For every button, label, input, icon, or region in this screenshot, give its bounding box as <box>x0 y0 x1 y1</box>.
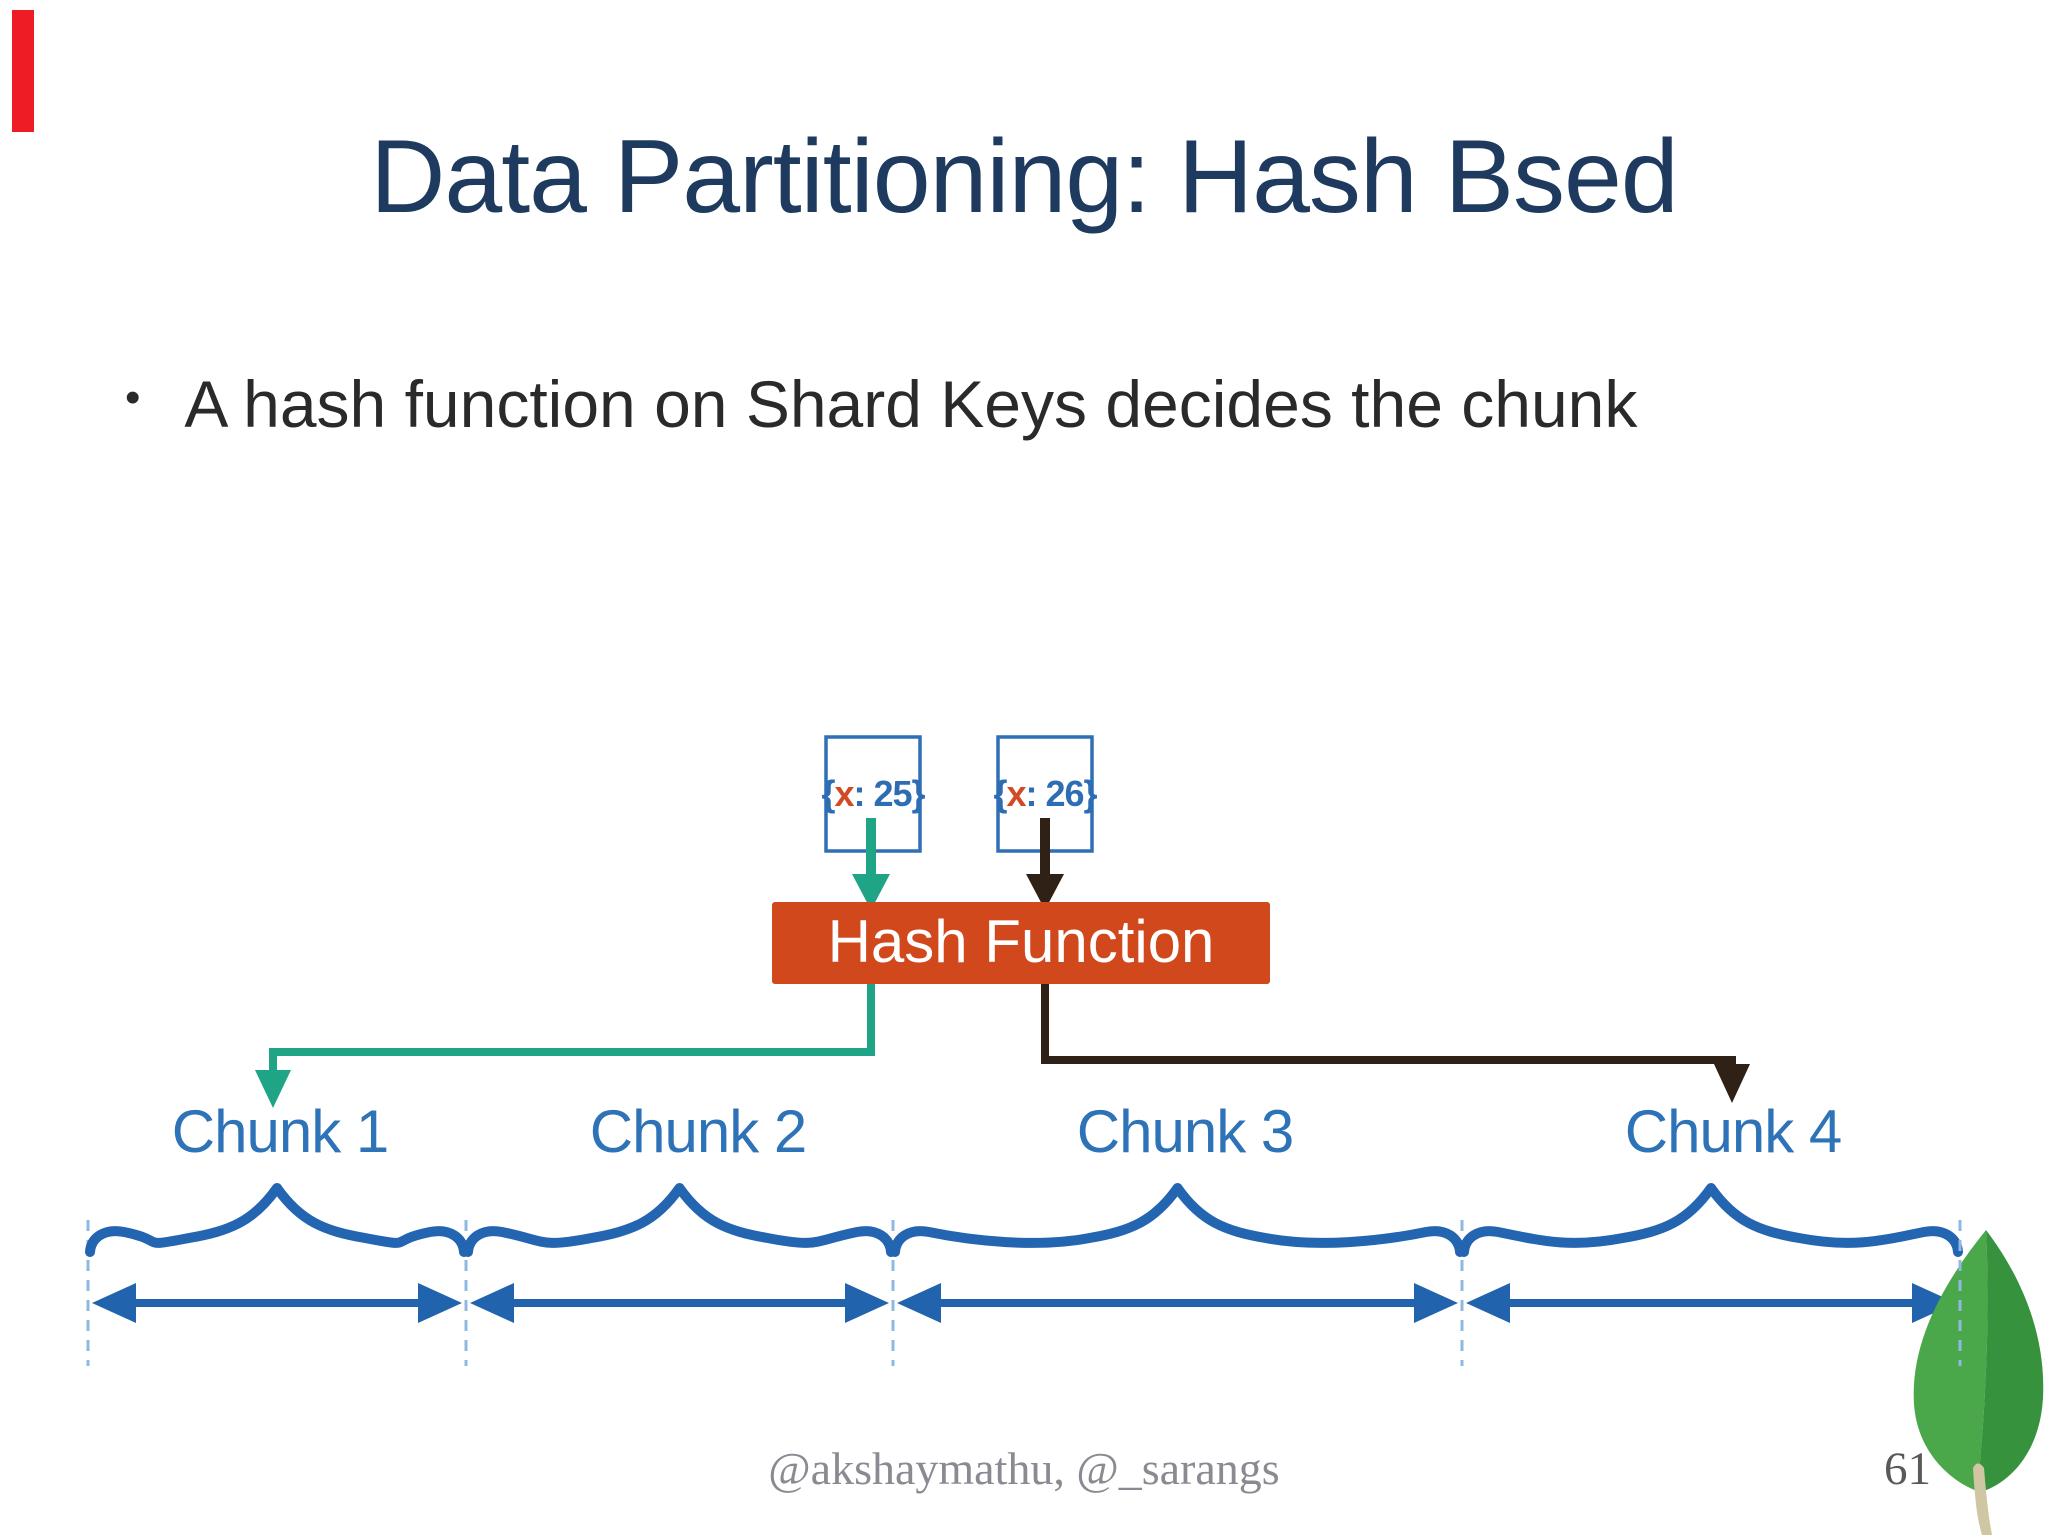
red-marker-bar <box>12 10 34 132</box>
chunk-brace <box>1459 1183 1963 1257</box>
dark-down-arrow-icon <box>1026 818 1064 910</box>
dark-elbow-arrow-to-chunk4 <box>1041 984 1750 1103</box>
bullet-row: • A hash function on Shard Keys decides … <box>125 366 1988 442</box>
chunk-label: Chunk 3 <box>1077 1098 1293 1165</box>
chunk-label: Chunk 4 <box>1625 1098 1841 1165</box>
chunk-brace <box>890 1183 1465 1257</box>
mongodb-leaf-icon <box>1913 1230 2044 1535</box>
arrow-left-head-icon <box>897 1283 941 1323</box>
chunk-label: Chunk 2 <box>590 1098 806 1165</box>
teal-elbow-arrow-to-chunk1 <box>255 984 875 1108</box>
arrow-right-head-icon <box>418 1283 462 1323</box>
arrow-left-head-icon <box>92 1283 136 1323</box>
document-text-x26: {x: 26} <box>993 773 1097 814</box>
arrow-right-head-icon <box>845 1283 889 1323</box>
page-number: 61 <box>1884 1443 1931 1495</box>
document-text-x25: {x: 25} <box>821 773 925 814</box>
arrow-right-head-icon <box>1414 1283 1458 1323</box>
teal-down-arrow-icon <box>852 818 890 910</box>
footer-handles: @akshaymathu, @_sarangs <box>768 1443 1280 1494</box>
hash-function-box <box>772 902 1270 984</box>
chunk-brace <box>463 1183 896 1257</box>
chunk-label: Chunk 1 <box>172 1098 388 1165</box>
bullet-icon: • <box>125 373 141 422</box>
hash-function-label: Hash Function <box>828 908 1215 975</box>
arrow-left-head-icon <box>1466 1283 1510 1323</box>
arrow-left-head-icon <box>470 1283 514 1323</box>
slide-title: Data Partitioning: Hash Bsed <box>370 119 1678 235</box>
arrow-right-head-icon <box>1912 1283 1956 1323</box>
bullet-text: A hash function on Shard Keys decides th… <box>184 367 1638 441</box>
chunk-brace <box>85 1183 469 1257</box>
